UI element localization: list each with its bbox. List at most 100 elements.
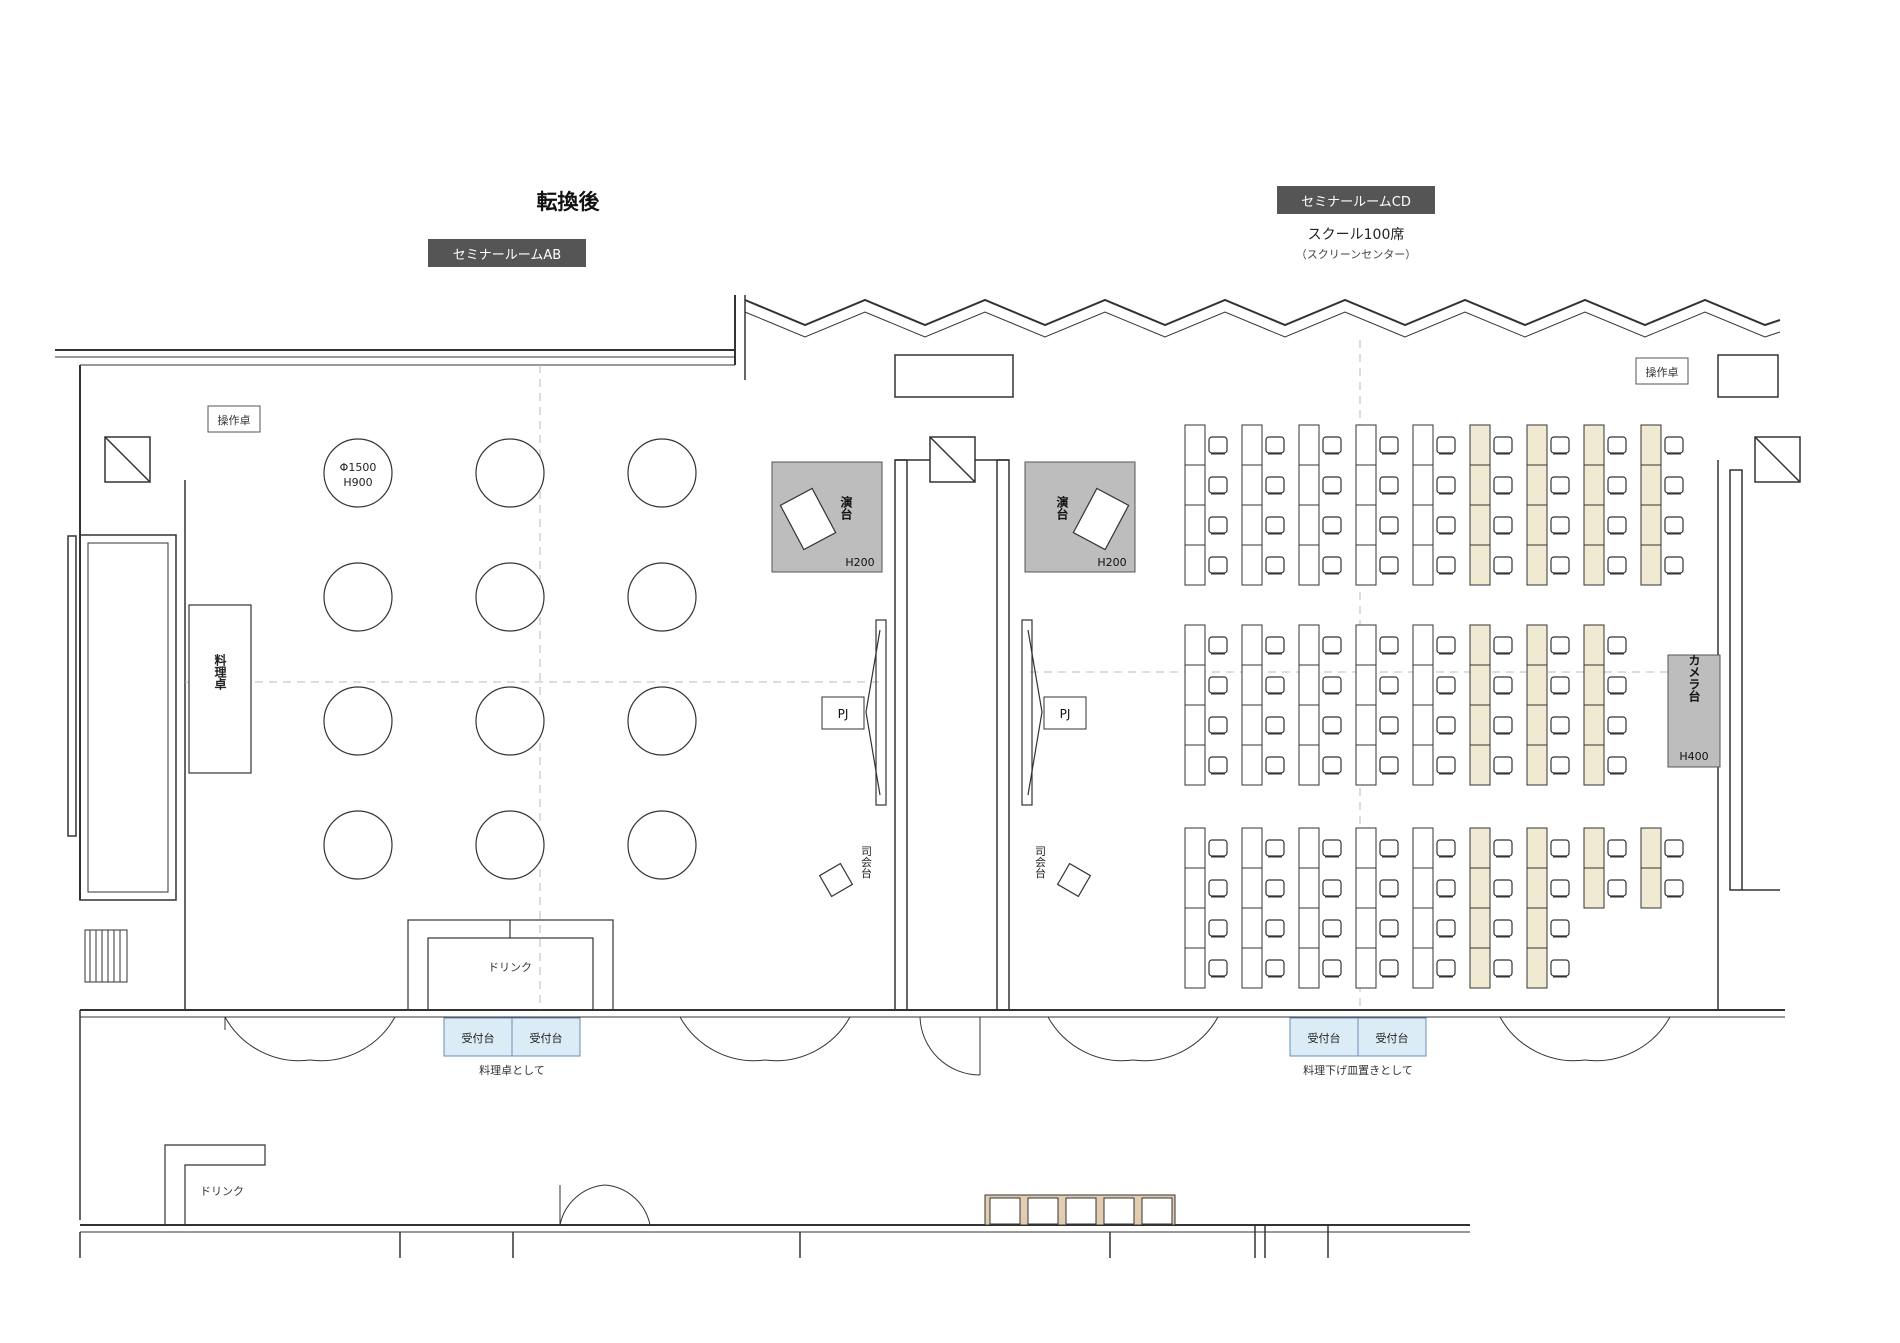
camera-stand-height: H400: [1679, 750, 1708, 763]
projector-cd-label: PJ: [1060, 707, 1071, 721]
chair: [1493, 676, 1513, 695]
chair: [1265, 476, 1285, 495]
desk: [1184, 704, 1206, 746]
chair: [1322, 676, 1342, 695]
chair: [1493, 636, 1513, 655]
desk: [1526, 624, 1548, 666]
chair: [1664, 839, 1684, 858]
desk: [1583, 664, 1605, 706]
desk: [1583, 544, 1605, 586]
desk: [1184, 907, 1206, 949]
desk: [1241, 624, 1263, 666]
school-desks: [1184, 424, 1684, 989]
projector-ab: PJ: [821, 696, 865, 730]
desk: [1412, 424, 1434, 466]
desk: [1583, 704, 1605, 746]
screen-cd: [1021, 619, 1043, 806]
desk: [1469, 947, 1491, 989]
chair: [1208, 879, 1228, 898]
chair: [1550, 919, 1570, 938]
doors: [224, 1016, 1671, 1226]
desk: [1412, 504, 1434, 546]
desk: [1298, 504, 1320, 546]
round-tables: [323, 438, 697, 880]
chair: [1436, 476, 1456, 495]
desk: [1355, 947, 1377, 989]
chair: [1208, 839, 1228, 858]
desk: [1241, 907, 1263, 949]
chair: [1550, 959, 1570, 978]
chair: [1493, 919, 1513, 938]
chair: [1607, 839, 1627, 858]
desk: [1412, 624, 1434, 666]
chair: [1436, 756, 1456, 775]
stage-ab-label: 演台: [839, 495, 853, 521]
reception-cd-2: 受付台: [1376, 1031, 1409, 1045]
chair: [1379, 676, 1399, 695]
desk: [1583, 464, 1605, 506]
columns: [104, 436, 1801, 483]
desk: [1355, 907, 1377, 949]
chair: [1265, 756, 1285, 775]
camera-stand-label: カメラ台: [1687, 654, 1701, 703]
chair: [1550, 556, 1570, 575]
desk: [1526, 867, 1548, 909]
desk: [1355, 827, 1377, 869]
corridor-drink-counter: [164, 1144, 266, 1225]
reception-cd-1: 受付台: [1308, 1031, 1341, 1045]
chair: [1493, 879, 1513, 898]
center-lines: [185, 340, 1700, 1010]
chair: [1550, 839, 1570, 858]
desk: [1640, 464, 1662, 506]
room-cd-name: セミナールームCD: [1301, 195, 1411, 210]
chair: [1379, 716, 1399, 735]
chair: [1607, 556, 1627, 575]
desk: [1526, 744, 1548, 786]
chair: [1265, 676, 1285, 695]
chair: [1436, 556, 1456, 575]
desk: [1469, 464, 1491, 506]
desk: [1469, 704, 1491, 746]
desk: [1412, 704, 1434, 746]
corridor-benches: [984, 1194, 1176, 1226]
screen-ab: [865, 619, 887, 806]
chair: [1607, 476, 1627, 495]
chair: [1436, 636, 1456, 655]
chair: [1664, 879, 1684, 898]
reception-ab-note: 料理卓として: [479, 1063, 545, 1077]
chair: [1208, 919, 1228, 938]
desk: [1298, 464, 1320, 506]
desk: [1469, 504, 1491, 546]
desk: [1241, 704, 1263, 746]
desk: [1241, 947, 1263, 989]
desk: [1526, 464, 1548, 506]
desk: [1526, 704, 1548, 746]
desk: [1298, 947, 1320, 989]
chair: [1607, 756, 1627, 775]
chair: [1493, 959, 1513, 978]
desk: [1412, 947, 1434, 989]
chair: [1664, 516, 1684, 535]
chair: [1493, 716, 1513, 735]
chair: [1664, 436, 1684, 455]
desk: [1469, 664, 1491, 706]
chair: [1493, 756, 1513, 775]
desk: [1583, 744, 1605, 786]
chair: [1493, 556, 1513, 575]
desk: [1184, 544, 1206, 586]
chair: [1436, 919, 1456, 938]
desk: [1583, 867, 1605, 909]
page-title: 転換後: [537, 190, 601, 214]
chair: [1493, 516, 1513, 535]
chair: [1265, 839, 1285, 858]
chair: [1436, 516, 1456, 535]
desk: [1355, 744, 1377, 786]
stage-cd: 演台 H200: [1024, 461, 1136, 573]
desk: [1469, 867, 1491, 909]
reception-ab-2: 受付台: [530, 1031, 563, 1045]
chair: [1265, 879, 1285, 898]
desk: [1298, 907, 1320, 949]
chair: [1379, 516, 1399, 535]
desk: [1412, 867, 1434, 909]
desk: [1412, 544, 1434, 586]
